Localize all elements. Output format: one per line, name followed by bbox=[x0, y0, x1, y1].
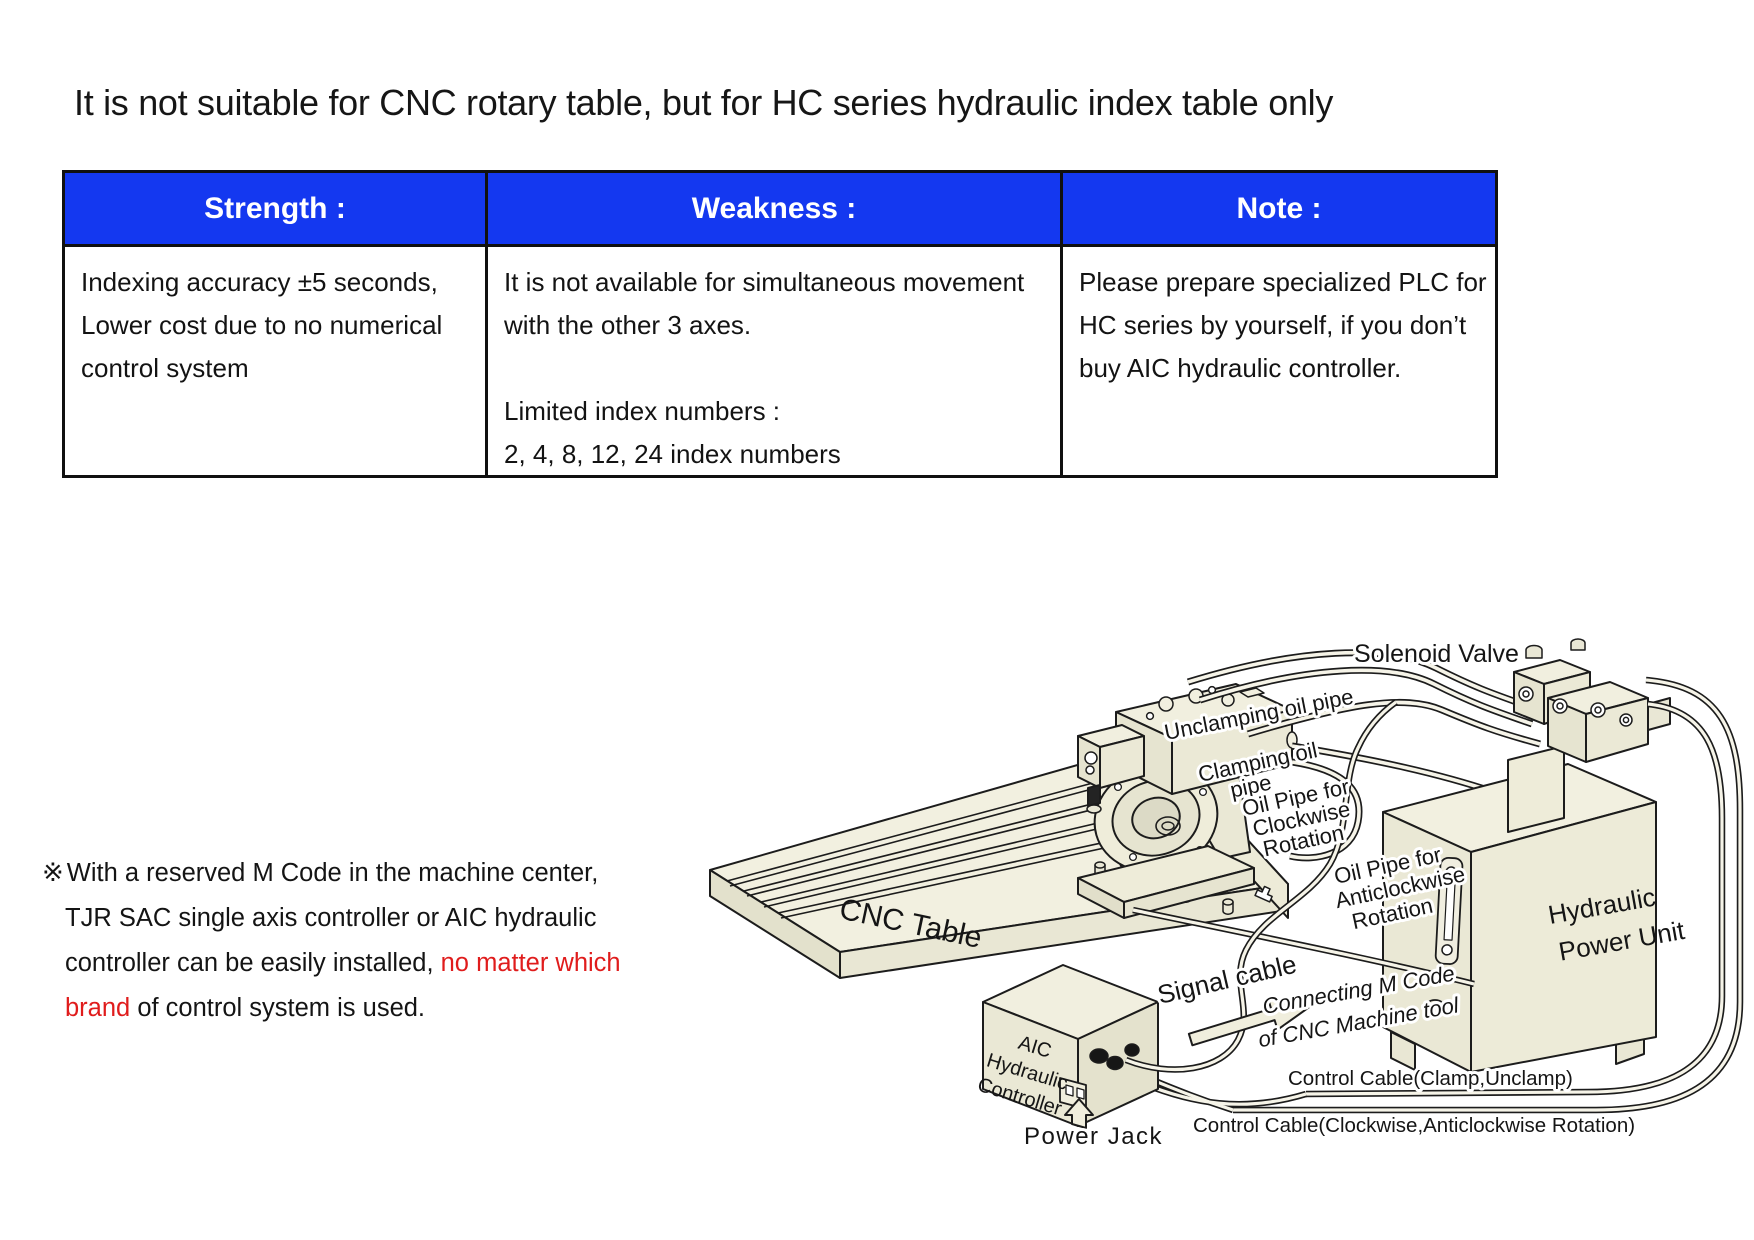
label-power-jack: Power Jack bbox=[1024, 1123, 1163, 1150]
footnote-line: ※With a reserved M Code in the machine c… bbox=[42, 850, 621, 896]
col-header-strength: Strength : bbox=[65, 173, 485, 247]
footnote-text-segment: TJR SAC single axis controller or AIC hy… bbox=[65, 904, 597, 932]
reference-mark-icon: ※ bbox=[42, 857, 64, 887]
footnote-line: brand of control system is used. bbox=[42, 986, 621, 1031]
cable-loops bbox=[1233, 676, 1744, 1114]
page-title: It is not suitable for CNC rotary table,… bbox=[74, 82, 1334, 123]
cell-weakness: It is not available for simultaneous mov… bbox=[485, 247, 1060, 475]
signal-cable-path bbox=[1124, 699, 1398, 1073]
cell-strength: Indexing accuracy ±5 seconds, Lower cost… bbox=[81, 267, 443, 383]
anticlockwise-oil-pipe bbox=[1132, 906, 1475, 988]
footnote: ※With a reserved M Code in the machine c… bbox=[42, 850, 621, 1031]
col-header-note: Note : bbox=[1060, 173, 1495, 247]
label-solenoid-valve: Solenoid Valve bbox=[1354, 640, 1519, 668]
footnote-text-segment: of control system is used. bbox=[130, 994, 426, 1022]
footnote-text-segment: brand bbox=[65, 994, 131, 1022]
spec-table: Strength : Weakness : Note : Indexing ac… bbox=[62, 170, 1498, 478]
footnote-text-segment: With a reserved M Code in the machine ce… bbox=[66, 859, 599, 887]
footnote-line: controller can be easily installed, no m… bbox=[42, 941, 621, 986]
footnote-lines: ※With a reserved M Code in the machine c… bbox=[42, 850, 621, 1031]
clamp-valve-block bbox=[1077, 724, 1145, 814]
power-jack-arrow bbox=[1064, 1098, 1094, 1129]
footnote-text-segment: controller can be easily installed, bbox=[65, 949, 441, 977]
label-control-cable-rotation: Control Cable(Clockwise,Anticlockwise Ro… bbox=[1193, 1114, 1635, 1137]
footnote-text-segment: no matter which bbox=[440, 949, 621, 977]
label-control-cable-clamp: Control Cable(Clamp,Unclamp) bbox=[1288, 1067, 1573, 1090]
oil-pipes bbox=[1186, 649, 1541, 862]
mcode-arrow bbox=[1187, 998, 1320, 1047]
footnote-line: TJR SAC single axis controller or AIC hy… bbox=[42, 896, 621, 941]
installation-diagram: Solenoid Valve Unclamping oil pipe Clamp… bbox=[709, 637, 1744, 1153]
col-header-weakness: Weakness : bbox=[485, 173, 1060, 247]
cable-connectors bbox=[1089, 1043, 1140, 1071]
solenoid-valve-unit bbox=[1507, 638, 1671, 833]
oil-sight-gauge bbox=[1434, 856, 1464, 965]
cell-note: Please prepare specialized PLC for HC se… bbox=[1060, 247, 1495, 475]
